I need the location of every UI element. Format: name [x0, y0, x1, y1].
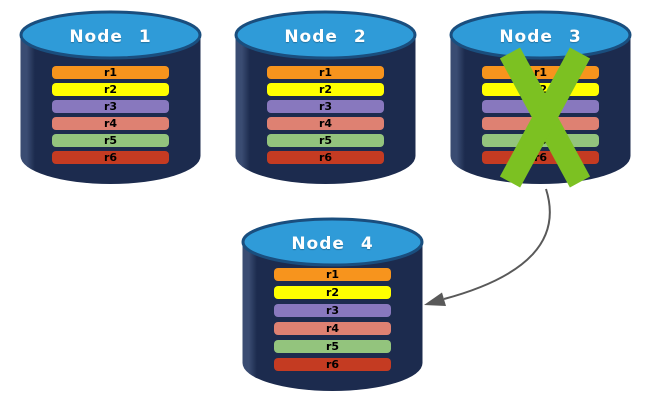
cylinder-top [19, 10, 202, 60]
row-r6: r6 [267, 151, 384, 164]
node-title: Node 1 [69, 27, 152, 47]
arrow-curve [443, 188, 551, 300]
node-4: Node 4 r1 r2 r3 r4 r5 r6 [240, 215, 425, 393]
row-r2: r2 [52, 83, 169, 96]
node-2: Node 2 r1 r2 r3 r4 r5 r6 [233, 8, 418, 186]
row-r2: r2 [267, 83, 384, 96]
row-r4: r4 [274, 322, 391, 335]
row-r3: r3 [267, 100, 384, 113]
node-title: Node 3 [499, 27, 582, 47]
row-r1: r1 [52, 66, 169, 79]
node-title: Node 4 [291, 234, 374, 254]
arrow-head [424, 292, 446, 306]
cylinder-top [241, 217, 424, 267]
row-list: r1 r2 r3 r4 r5 r6 [274, 268, 391, 376]
row-r5: r5 [274, 340, 391, 353]
row-r6: r6 [274, 358, 391, 371]
row-r2: r2 [274, 286, 391, 299]
node-3: Node 3 r1 r2 r3 r4 r5 r6 [448, 8, 633, 188]
node-1: Node 1 r1 r2 r3 r4 r5 r6 [18, 8, 203, 186]
row-list: r1 r2 r3 r4 r5 r6 [52, 66, 169, 168]
row-r6: r6 [52, 151, 169, 164]
cylinder-top [234, 10, 417, 60]
node-title: Node 2 [284, 27, 367, 47]
row-r4: r4 [52, 117, 169, 130]
row-r3: r3 [274, 304, 391, 317]
failure-cross-icon [499, 47, 591, 188]
row-list: r1 r2 r3 r4 r5 r6 [267, 66, 384, 168]
row-r1: r1 [267, 66, 384, 79]
row-r5: r5 [52, 134, 169, 147]
row-r1: r1 [274, 268, 391, 281]
row-r5: r5 [267, 134, 384, 147]
row-r4: r4 [267, 117, 384, 130]
cylinder-top [449, 10, 632, 60]
row-r3: r3 [52, 100, 169, 113]
